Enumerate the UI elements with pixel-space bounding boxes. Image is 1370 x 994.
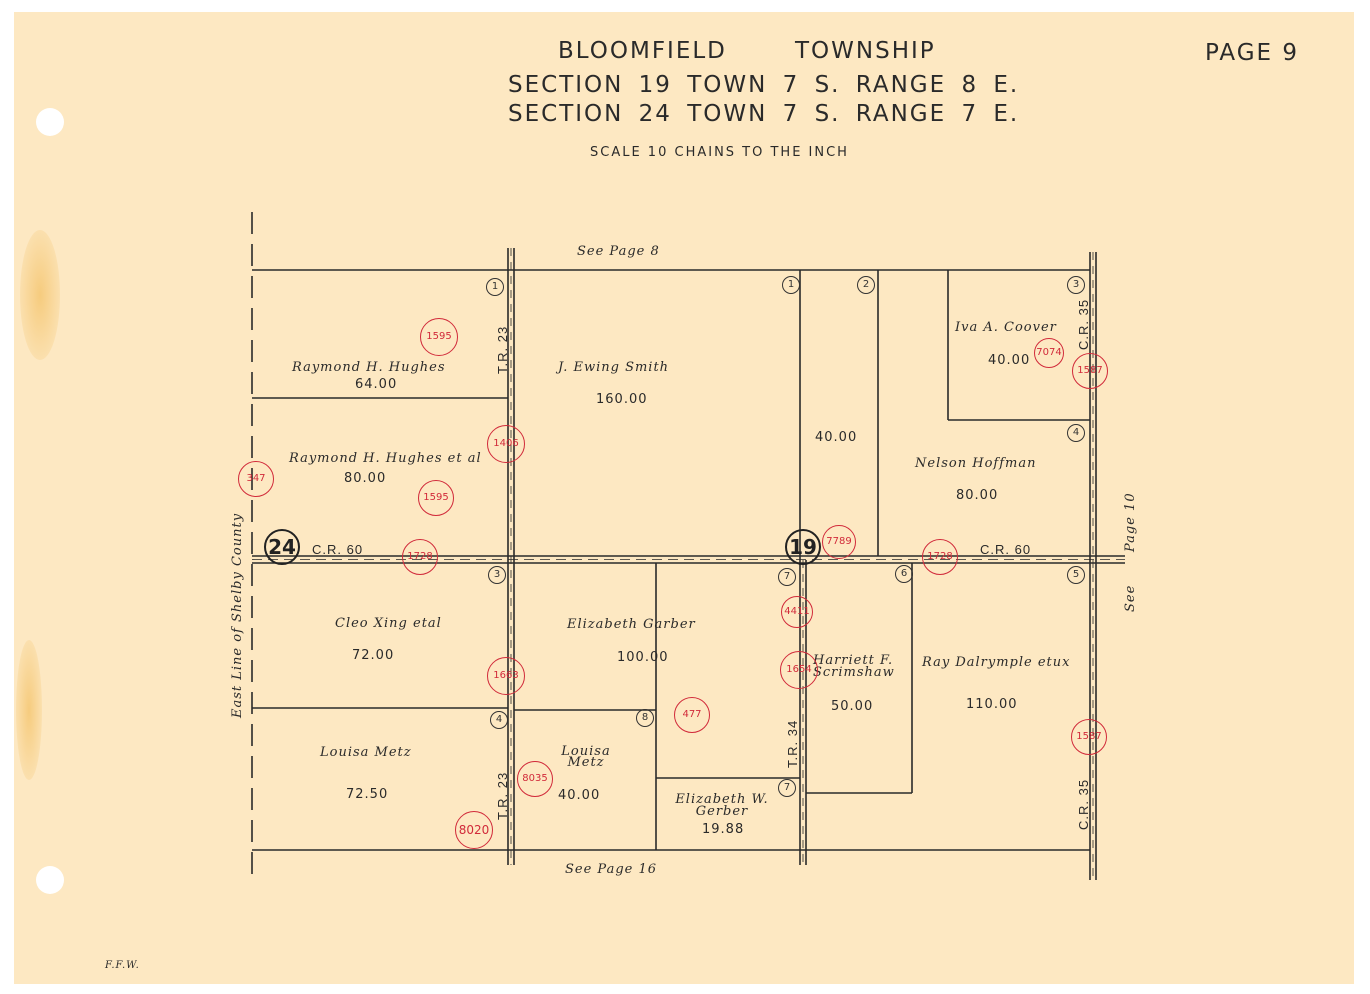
parcel-owner: Raymond H. Hughes et al xyxy=(289,451,482,466)
parcel-acres: 160.00 xyxy=(596,392,648,407)
parcel-acres: 100.00 xyxy=(617,650,669,665)
parcel-acres: 19.88 xyxy=(702,822,745,837)
record-stamp: 1595 xyxy=(420,318,458,356)
parcel-number: 3 xyxy=(1067,276,1085,294)
road-tr23-bottom: T.R. 23 xyxy=(495,771,510,820)
see-page-right-b: See xyxy=(1123,584,1138,612)
paper-stain xyxy=(16,640,42,780)
drafter-initials: F.F.W. xyxy=(105,960,140,971)
road-cr35-bottom: C.R. 35 xyxy=(1076,778,1091,830)
record-stamp: 1663 xyxy=(487,657,525,695)
record-stamp: 1728 xyxy=(922,539,958,575)
parcel-owner: Louisa Metz xyxy=(561,744,611,770)
parcel-owner: Elizabeth W. Gerber xyxy=(675,792,769,819)
record-stamp: 8035 xyxy=(517,761,553,797)
road-cr60-left: C.R. 60 xyxy=(312,542,364,557)
section-line-1: SECTION 19 TOWN 7 S. RANGE 8 E. xyxy=(508,72,1020,98)
section-line-2: SECTION 24 TOWN 7 S. RANGE 7 E. xyxy=(508,101,1020,127)
parcel-number: 1 xyxy=(782,276,800,294)
parcel-acres: 72.00 xyxy=(352,648,395,663)
paper-sheet xyxy=(14,12,1354,984)
section-19-marker: 19 xyxy=(785,529,821,565)
parcel-owner: Iva A. Coover xyxy=(955,320,1057,335)
parcel-owner: Cleo Xing etal xyxy=(335,616,442,631)
parcel-number: 3 xyxy=(488,566,506,584)
parcel-number: 7 xyxy=(778,779,796,797)
parcel-owner: J. Ewing Smith xyxy=(558,360,670,375)
parcel-number: 4 xyxy=(490,711,508,729)
road-cr60-right: C.R. 60 xyxy=(980,542,1032,557)
county-line-label: East Line of Shelby County xyxy=(230,512,245,718)
record-stamp: 1587 xyxy=(1072,353,1108,389)
parcel-number: 4 xyxy=(1067,424,1085,442)
parcel-owner: Raymond H. Hughes xyxy=(292,360,446,375)
parcel-number: 7 xyxy=(778,568,796,586)
township-label: TOWNSHIP xyxy=(795,38,936,64)
see-page-bottom: See Page 16 xyxy=(565,862,658,877)
parcel-number: 8 xyxy=(636,709,654,727)
parcel-acres: 40.00 xyxy=(988,353,1031,368)
record-stamp: 347 xyxy=(238,461,274,497)
record-stamp: 1654 xyxy=(780,651,818,689)
record-stamp: 1587 xyxy=(1071,719,1107,755)
record-stamp: 1728 xyxy=(402,539,438,575)
parcel-acres: 110.00 xyxy=(966,697,1018,712)
binder-hole-bottom xyxy=(36,866,64,894)
record-stamp: 1406 xyxy=(487,425,525,463)
record-stamp: 8020 xyxy=(455,811,493,849)
parcel-number: 5 xyxy=(1067,566,1085,584)
section-24-marker: 24 xyxy=(264,529,300,565)
parcel-acres: 64.00 xyxy=(355,377,398,392)
parcel-owner: Nelson Hoffman xyxy=(915,456,1037,471)
record-stamp: 4411 xyxy=(781,596,813,628)
parcel-acres: 80.00 xyxy=(344,471,387,486)
page-number: PAGE 9 xyxy=(1205,40,1300,66)
road-cr35-top: C.R. 35 xyxy=(1076,298,1091,350)
parcel-acres: 72.50 xyxy=(346,787,389,802)
parcel-acres: 40.00 xyxy=(815,430,858,445)
scale-note: SCALE 10 CHAINS TO THE INCH xyxy=(590,145,849,160)
binder-hole-top xyxy=(36,108,64,136)
parcel-number: 6 xyxy=(895,565,913,583)
see-page-top: See Page 8 xyxy=(577,244,660,259)
parcel-owner: Ray Dalrymple etux xyxy=(922,655,1071,670)
parcel-owner: Louisa Metz xyxy=(320,745,412,760)
record-stamp: 7789 xyxy=(822,525,856,559)
see-page-right-a: Page 10 xyxy=(1123,492,1138,552)
parcel-number: 1 xyxy=(486,278,504,296)
parcel-owner: Elizabeth Garber xyxy=(567,617,696,632)
road-tr23-top: T.R. 23 xyxy=(495,325,510,374)
parcel-owner: Harriett F. Scrimshaw xyxy=(813,653,895,680)
township-name: BLOOMFIELD xyxy=(558,38,727,64)
record-stamp: 477 xyxy=(674,697,710,733)
parcel-acres: 80.00 xyxy=(956,488,999,503)
record-stamp: 7074 xyxy=(1034,338,1064,368)
record-stamp: 1595 xyxy=(418,480,454,516)
parcel-acres: 40.00 xyxy=(558,788,601,803)
parcel-acres: 50.00 xyxy=(831,699,874,714)
road-tr34: T.R. 34 xyxy=(785,719,800,768)
paper-stain xyxy=(20,230,60,360)
parcel-number: 2 xyxy=(857,276,875,294)
